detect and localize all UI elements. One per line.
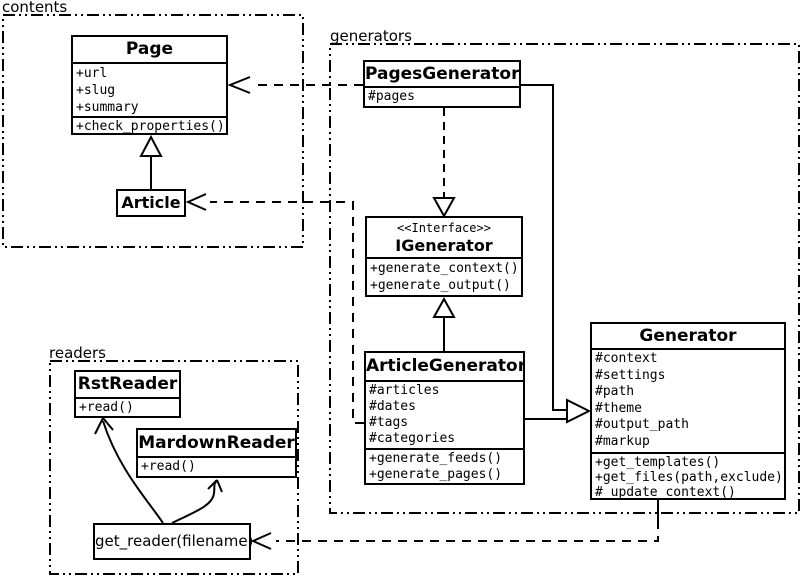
class-page-name: Page	[125, 39, 174, 59]
class-mardownreader: MardownReader +read()	[136, 428, 297, 478]
method: #_update_context()	[595, 485, 736, 500]
class-igenerator-methods: +generate_context() +generate_output()	[367, 257, 521, 296]
contents-package-border	[2, 14, 304, 248]
generators-package-label: generators	[330, 27, 412, 45]
function-get-reader: get_reader(filename)	[93, 523, 253, 560]
method: +read()	[141, 459, 196, 474]
arrow-getreader-mardownreader-arrowhead	[207, 479, 223, 493]
attribute: +url	[76, 66, 108, 81]
class-pagesgenerator: PagesGenerator #pages	[363, 60, 521, 108]
method: +get_templates()	[595, 455, 721, 470]
class-article: Article	[116, 189, 186, 217]
class-rstreader-name: RstReader	[77, 374, 178, 394]
arrow-getreader-rstreader-line	[102, 420, 164, 524]
class-rstreader-methods: +read()	[76, 397, 179, 417]
class-articlegenerator-attributes: #articles #dates #tags #categories	[366, 380, 523, 448]
method: +generate_output()	[370, 278, 511, 293]
dependency-pagesgenerator-page-arrowhead	[227, 76, 251, 94]
attribute: #context	[595, 351, 658, 366]
class-generator: Generator #context #settings #path #them…	[590, 322, 786, 500]
attribute: #tags	[369, 415, 409, 430]
attribute: #markup	[595, 433, 650, 449]
attribute: +slug	[76, 83, 116, 98]
class-generator-attributes: #context #settings #path #theme #output_…	[592, 348, 784, 452]
readers-package-border	[49, 360, 299, 575]
class-mardownreader-methods: +read()	[138, 456, 295, 477]
generalization-shared-generator-triangle	[566, 398, 592, 424]
class-igenerator-stereotype: <<Interface>>	[397, 221, 491, 235]
method: +generate_feeds()	[369, 451, 503, 466]
class-page-methods: +check_properties()	[73, 116, 226, 135]
class-articlegenerator: ArticleGenerator #articles #dates #tags …	[364, 351, 525, 485]
method: +generate_pages()	[369, 467, 503, 482]
arrow-getreader-rstreader-arrowhead	[94, 417, 114, 435]
attribute: #path	[595, 384, 635, 399]
class-articlegenerator-name: ArticleGenerator	[366, 356, 523, 376]
method: +check_properties()	[76, 119, 225, 134]
attribute: #theme	[595, 400, 642, 416]
class-page-attributes: +url +slug +summary	[73, 62, 226, 116]
attribute: +summary	[76, 100, 139, 115]
attribute: #articles	[369, 383, 440, 398]
class-page: Page +url +slug +summary +check_properti…	[71, 35, 228, 135]
readers-package-label: readers	[49, 344, 106, 362]
generalization-articlegenerator-igenerator-triangle	[432, 296, 456, 318]
generalization-article-page-triangle	[139, 134, 163, 157]
dependency-articlegenerator-article-line	[210, 201, 364, 424]
class-igenerator: <<Interface>> IGenerator +generate_conte…	[365, 216, 523, 297]
dependency-articlegenerator-article-arrowhead	[185, 193, 207, 211]
class-article-name: Article	[121, 193, 181, 212]
class-mardownreader-name: MardownReader	[138, 433, 295, 453]
attribute: #categories	[369, 431, 456, 446]
realization-pagesgenerator-igenerator-triangle	[432, 197, 456, 219]
attribute: #output_path	[595, 417, 689, 432]
class-pagesgenerator-attributes: #pages	[365, 86, 519, 107]
attribute: #pages	[368, 89, 415, 104]
dependency-generator-getreader-line	[276, 520, 659, 542]
class-rstreader: RstReader +read()	[74, 370, 181, 418]
class-igenerator-name: IGenerator	[395, 236, 493, 255]
class-generator-methods: +get_templates() +get_files(path,exclude…	[592, 452, 784, 500]
class-articlegenerator-methods: +generate_feeds() +generate_pages()	[366, 448, 523, 484]
method: +get_files(path,exclude)	[595, 470, 783, 485]
method: +read()	[79, 400, 134, 415]
method: +generate_context()	[370, 261, 519, 276]
class-pagesgenerator-name: PagesGenerator	[365, 64, 519, 84]
dependency-generator-getreader-arrowhead	[250, 532, 272, 550]
generalization-pagesgenerator-generator-line	[521, 84, 567, 411]
generators-package-border	[329, 43, 800, 514]
attribute: #dates	[369, 399, 416, 414]
contents-package-label: contents	[2, 0, 68, 16]
class-generator-name: Generator	[639, 326, 737, 346]
attribute: #settings	[595, 367, 666, 383]
